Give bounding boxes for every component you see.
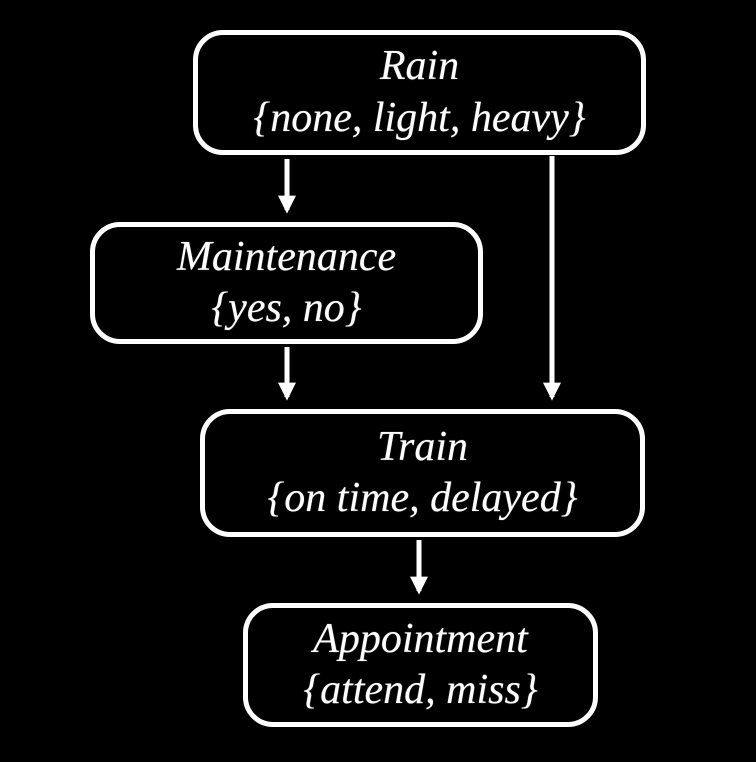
node-rain: Rain {none, light, heavy} <box>193 30 646 155</box>
node-appointment-values: {attend, miss} <box>303 667 538 713</box>
node-rain-label: Rain <box>379 43 460 90</box>
node-maintenance-values: {yes, no} <box>211 285 362 331</box>
node-train-label: Train <box>376 423 469 470</box>
node-appointment: Appointment {attend, miss} <box>243 603 598 727</box>
node-rain-values: {none, light, heavy} <box>253 94 586 141</box>
node-train-values: {on time, delayed} <box>267 475 578 521</box>
node-maintenance: Maintenance {yes, no} <box>90 222 483 344</box>
node-train: Train {on time, delayed} <box>200 409 645 537</box>
node-maintenance-label: Maintenance <box>176 233 397 280</box>
node-appointment-label: Appointment <box>313 615 528 662</box>
